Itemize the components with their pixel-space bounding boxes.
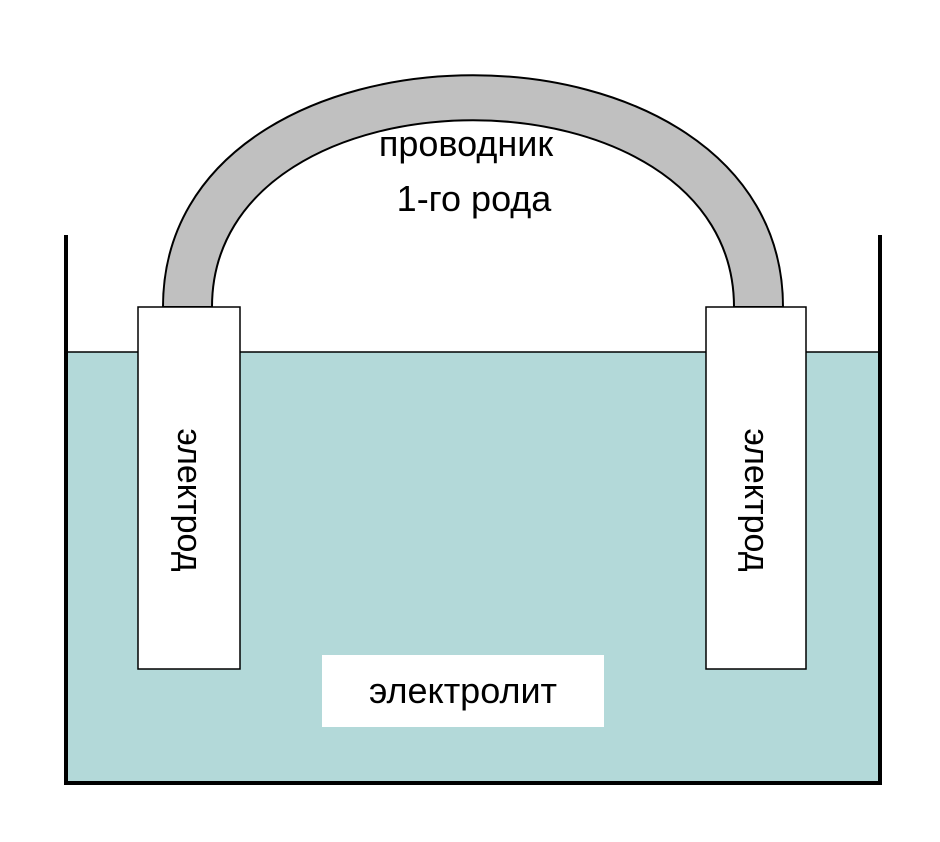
conductor-arch — [161, 74, 785, 308]
right-electrode-label: электрод — [737, 428, 775, 571]
right-electrode — [705, 306, 807, 670]
conductor-label-line1: проводник — [379, 123, 553, 164]
left-electrode-label: электрод — [170, 428, 208, 571]
electrolyte-label-box — [322, 655, 604, 727]
left-electrode — [137, 306, 241, 670]
electrolyte-label: электролит — [369, 670, 557, 711]
vessel-walls — [64, 235, 882, 785]
conductor-label-line2: 1-го рода — [397, 178, 553, 219]
